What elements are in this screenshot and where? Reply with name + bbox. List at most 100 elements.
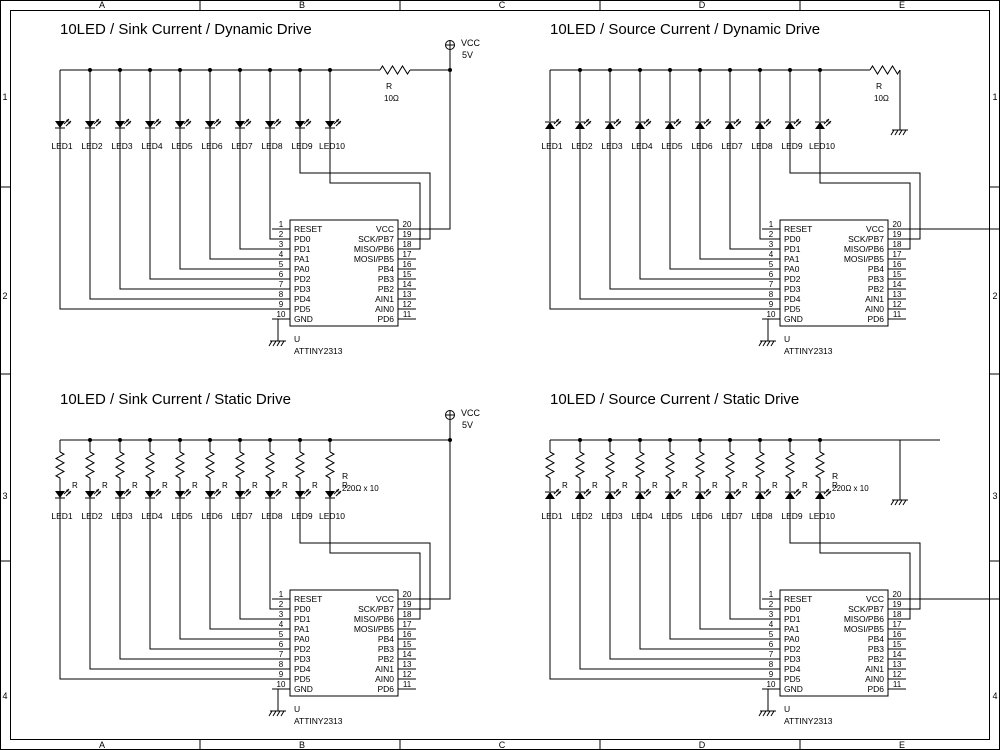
pin-name: PB3 [868,274,884,284]
chip-ref: U [784,704,790,714]
led-2: LED2 [571,70,780,300]
pin-number: 6 [279,640,284,649]
pin-number: 4 [769,620,774,629]
column-label-bottom: D [699,740,706,750]
led-arrow-head [618,121,621,124]
led-arrow-head [586,489,589,492]
led-arrow-head [96,489,99,492]
led-arrow-head [558,491,561,494]
column-label-top: E [899,0,905,10]
led-triangle [115,491,125,498]
row-label-left: 1 [2,92,7,102]
resistor-zigzag [54,451,66,479]
led-label: LED7 [721,141,743,151]
chip-body [779,589,889,697]
led-label: LED10 [809,141,835,151]
led-arrow-head [156,119,159,122]
pin-number: 17 [893,250,902,259]
pin-number: 16 [403,260,412,269]
column-label-top: D [699,0,706,10]
led-triangle [115,121,125,128]
pin-number: 1 [769,590,774,599]
led-triangle [235,491,245,498]
led-arrow-head [706,119,709,122]
ground-hatch [902,499,907,506]
led-arrow-head [556,489,559,492]
led-1: LED1 [541,70,780,310]
pin-name: AIN1 [375,294,394,304]
led-arrow-head [678,491,681,494]
row-label-right: 2 [992,291,997,301]
pin-name: PB4 [378,264,394,274]
led-wire [149,128,290,280]
led-wire [179,498,290,640]
led-arrow-head [826,119,829,122]
led-arrow-head [186,119,189,122]
pin-number: 2 [769,600,774,609]
resistor-label: R [652,481,658,490]
resistor-zigzag [784,451,796,479]
junction-dot [448,438,452,442]
pin-name: PD5 [784,674,801,684]
pin-name: PA0 [784,264,800,274]
pin-name: RESET [784,224,812,234]
led-wire [119,128,290,290]
led-label: LED9 [781,141,803,151]
led-arrow-head [216,489,219,492]
pin-name: AIN1 [865,664,884,674]
led-triangle [235,121,245,128]
pin-name: MOSI/PB5 [354,624,394,634]
led-3: LED3 [601,70,780,290]
pin-number: 6 [279,270,284,279]
pin-number: 12 [893,300,902,309]
led-arrow-head [648,121,651,124]
led-triangle [55,491,65,498]
led-arrow-head [126,119,129,122]
resistor-zigzag [264,451,276,479]
resistor-label: R [622,481,628,490]
ground-hatch [268,710,273,717]
led-arrow-head [306,119,309,122]
led-wire [609,128,780,290]
led-triangle [815,122,825,129]
resistor-label: R [832,471,838,481]
chip-name: ATTINY2313 [784,716,833,726]
led-wire [59,498,290,680]
resistor-zigzag [204,451,216,479]
led-arrow-head [66,119,69,122]
led-arrow-head [556,119,559,122]
resistor-label: R [342,471,348,481]
pin-name: RESET [294,224,322,234]
chip-name: ATTINY2313 [294,346,343,356]
led-triangle [725,122,735,129]
pin-name: GND [784,314,803,324]
led-arrow-head [218,491,221,494]
circuit-title: 10LED / Source Current / Dynamic Drive [550,21,820,38]
led-6: LED6 [201,70,290,260]
pin-name: GND [294,314,313,324]
pin-name: PD5 [294,304,311,314]
ground-hatch [268,340,273,347]
pin-name: PD4 [294,294,311,304]
ground-hatch [758,340,763,347]
pin-name: PD5 [784,304,801,314]
pin-number: 5 [279,630,284,639]
pin-name: PD6 [867,684,884,694]
pin-name: GND [294,684,313,694]
led-label: LED5 [661,511,683,521]
vcc-wire [416,420,451,600]
resistor-zigzag [724,451,736,479]
led-arrow-head [736,489,739,492]
led-triangle [325,491,335,498]
led-5: LED5 [171,70,290,270]
led-label: LED6 [201,511,223,521]
pin-name: PD6 [867,314,884,324]
ground-hatch [902,129,907,136]
circuit-sink-static: 10LED / Sink Current / Static DriveRLED1… [51,391,480,726]
led-triangle [755,492,765,499]
pin-number: 12 [893,670,902,679]
